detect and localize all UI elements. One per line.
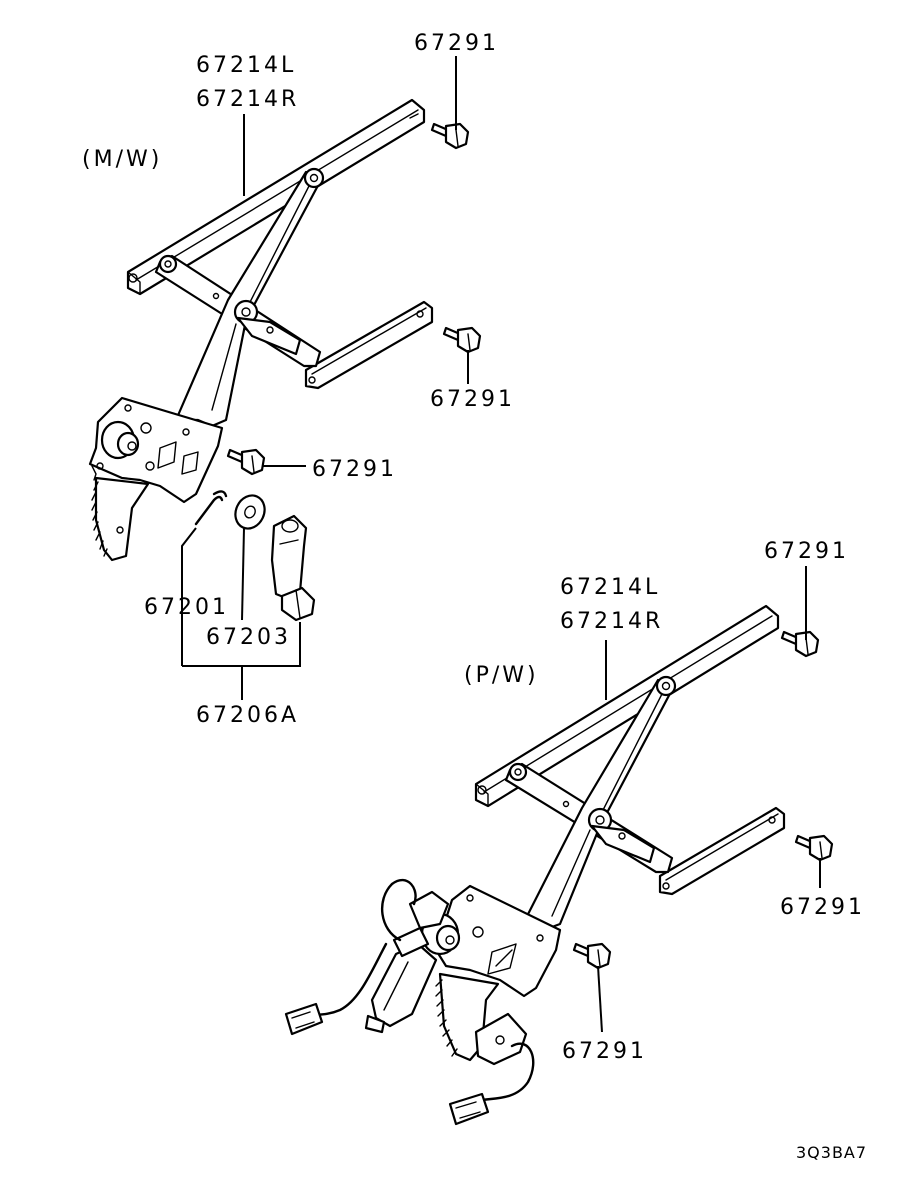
washer bbox=[234, 494, 266, 530]
power-window-regulator bbox=[284, 604, 786, 1126]
label-mw-bolt-side: 67291 bbox=[312, 457, 397, 482]
diagram-code: 3Q3BA7 bbox=[796, 1143, 867, 1162]
pw-bolt-lower bbox=[794, 834, 834, 862]
label-mw-bolt-mid: 67291 bbox=[430, 387, 515, 412]
mw-bolt-top bbox=[430, 122, 470, 150]
label-mw-bolt-top: 67291 bbox=[414, 31, 499, 56]
pw-bolt-top bbox=[780, 630, 820, 658]
label-washer: 67203 bbox=[206, 625, 291, 650]
label-pw-regulator-l: 67214L bbox=[560, 575, 660, 600]
pw-bolt-mid bbox=[572, 942, 612, 970]
label-clip: 67201 bbox=[144, 595, 229, 620]
label-mw-variant: (M/W) bbox=[82, 147, 162, 172]
label-mw-regulator-l: 67214L bbox=[196, 53, 296, 78]
mw-bolt-side bbox=[226, 448, 266, 476]
mw-bolt-mid bbox=[442, 326, 482, 354]
label-pw-variant: (P/W) bbox=[464, 663, 539, 688]
label-pw-bolt-lower: 67291 bbox=[780, 895, 865, 920]
window-handle bbox=[270, 514, 316, 622]
clip bbox=[194, 490, 228, 526]
label-pw-regulator-r: 67214R bbox=[560, 609, 663, 634]
label-mw-regulator-r: 67214R bbox=[196, 87, 299, 112]
label-pw-bolt-mid: 67291 bbox=[562, 1039, 647, 1064]
label-handle-assy: 67206A bbox=[196, 703, 299, 728]
label-pw-bolt-top: 67291 bbox=[764, 539, 849, 564]
manual-window-regulator bbox=[88, 98, 434, 562]
